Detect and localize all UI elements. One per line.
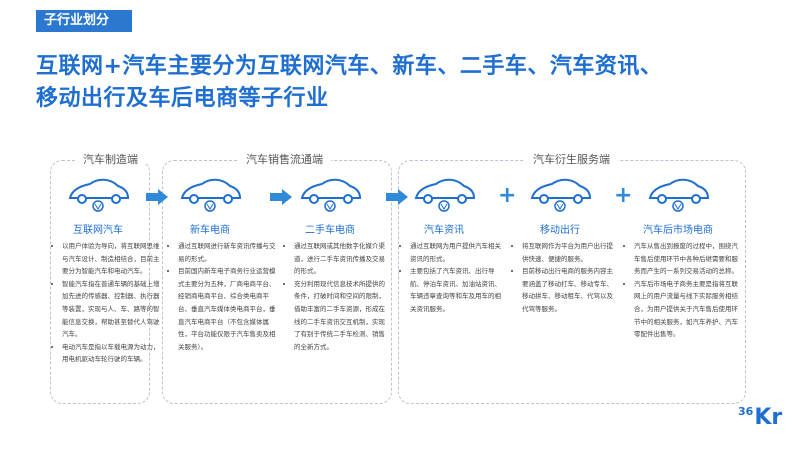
group-title-sales: 汽车销售流通端	[238, 151, 331, 167]
column-description: 通过互联网为用户提供汽车相关资讯的形式。 主要包括了汽车资讯、出行导航、停泊车资…	[402, 240, 506, 316]
car-icon	[298, 172, 362, 212]
list-item: 汽车从售出到报废的过程中，围绕汽车售后使用环节中各种后继需要和服务而产生的一系列…	[634, 240, 742, 278]
column-description: 将互联网作为平台为用户出行提供快速、便捷的服务。 目前移动出行电商的服务内容主要…	[514, 240, 618, 316]
list-item: 电动汽车是指以车载电源为动力，用电机驱动车轮行驶的车辆。	[62, 341, 164, 366]
car-icon	[178, 172, 242, 212]
list-item: 以用户体验为导向，将互联网思维与汽车设计、制造相结合，目前主要分为智能汽车和电动…	[62, 240, 164, 278]
column-name-aftermarket: 汽车后市场电商	[643, 221, 713, 236]
page-title-line2: 移动出行及车后电商等子行业	[36, 80, 329, 112]
column-description: 汽车从售出到报废的过程中，围绕汽车售后使用环节中各种后继需要和服务而产生的一系列…	[626, 240, 742, 341]
car-icon	[66, 172, 130, 212]
car-icon	[528, 172, 592, 212]
arrow-right-icon	[398, 189, 408, 205]
list-item: 主要包括了汽车资讯、出行导航、停泊车资讯、加油站资讯、车辆违章查询等和车及用车的…	[410, 265, 506, 315]
group-title-manufacturing: 汽车制造端	[75, 151, 146, 167]
list-item: 通过互联网进行新车资讯传播与交易的形式。	[178, 240, 280, 265]
column-name-mobility: 移动出行	[540, 221, 580, 236]
list-item: 目前国内新车电子商务行业运营模式主要分为五种，厂商电商平台、经销商电商平台、综合…	[178, 265, 280, 353]
list-item: 通过互联网为用户提供汽车相关资讯的形式。	[410, 240, 506, 265]
list-item: 智能汽车指在普通车辆的基础上增加先进的传感器、控制器、执行器等装置，实现与人、车…	[62, 278, 164, 341]
section-tag: 子行业划分	[36, 10, 132, 32]
plus-icon: +	[614, 183, 632, 208]
car-icon	[646, 172, 710, 212]
plus-icon: +	[498, 183, 516, 208]
list-item: 汽车后市场电子商务主要是指将互联网上的用户流量与线下实际服务相结合，为用户提供关…	[634, 278, 742, 341]
column-name-used-car: 二手车电商	[305, 221, 355, 236]
column-name-car-info: 汽车资讯	[424, 221, 464, 236]
column-name-internet-car: 互联网汽车	[73, 221, 123, 236]
column-name-new-car: 新车电商	[190, 221, 230, 236]
list-item: 充分利用现代信息技术所提供的条件，打破时间和空间的限制，借助丰富的二手车资源，形…	[294, 278, 390, 354]
list-item: 通过互联网或其他数字化媒介渠道，进行二手车资讯传播及交易的形式。	[294, 240, 390, 278]
list-item: 目前移动出行电商的服务内容主要涵盖了移动打车、移动专车、移动拼车、移动租车、代驾…	[522, 265, 618, 315]
column-description: 通过互联网进行新车资讯传播与交易的形式。 目前国内新车电子商务行业运营模式主要分…	[170, 240, 280, 353]
list-item: 将互联网作为平台为用户出行提供快速、便捷的服务。	[522, 240, 618, 265]
group-title-services: 汽车衍生服务端	[525, 151, 618, 167]
brand-logo: 36Kr	[738, 405, 782, 430]
column-description: 以用户体验为导向，将互联网思维与汽车设计、制造相结合，目前主要分为智能汽车和电动…	[54, 240, 164, 366]
arrow-right-icon	[158, 189, 168, 205]
car-icon	[412, 172, 476, 212]
page-title-line1: 互联网+汽车主要分为互联网汽车、新车、二手车、汽车资讯、	[36, 48, 662, 80]
arrow-right-icon	[282, 189, 292, 205]
column-description: 通过互联网或其他数字化媒介渠道，进行二手车资讯传播及交易的形式。 充分利用现代信…	[286, 240, 390, 353]
